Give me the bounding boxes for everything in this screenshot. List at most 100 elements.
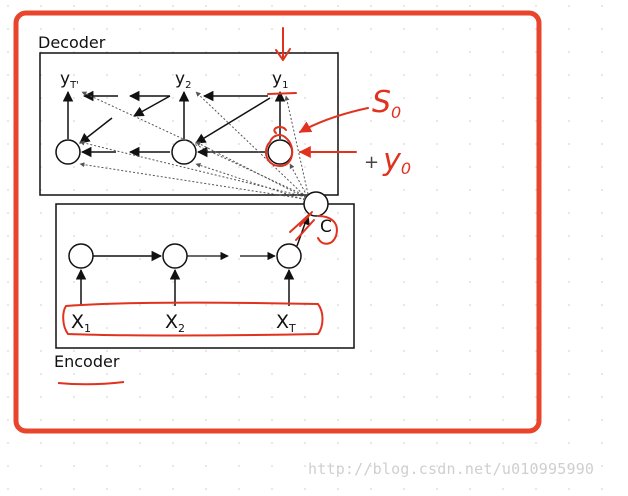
grid-dot (535, 396, 537, 398)
grid-dot (568, 235, 570, 237)
grid-dot (535, 120, 537, 122)
decoder-state-T (55, 139, 81, 165)
grid-dot (502, 166, 504, 168)
grid-dot (304, 5, 306, 7)
grid-dot (403, 143, 405, 145)
grid-dot (337, 488, 339, 490)
grid-dot (139, 212, 141, 214)
grid-dot (469, 235, 471, 237)
grid-dot (403, 97, 405, 99)
grid-dot (601, 373, 603, 375)
grid-dot (502, 28, 504, 30)
grid-dot (73, 327, 75, 329)
grid-dot (535, 419, 537, 421)
grid-dot (172, 120, 174, 122)
grid-dot (469, 28, 471, 30)
grid-dot (106, 5, 108, 7)
grid-dot (568, 465, 570, 467)
grid-dot (337, 212, 339, 214)
grid-dot (568, 120, 570, 122)
grid-dot (601, 465, 603, 467)
grid-dot (238, 281, 240, 283)
grid-dot (436, 51, 438, 53)
decoder-state-1 (267, 139, 293, 165)
grid-dot (172, 97, 174, 99)
grid-dot (172, 143, 174, 145)
grid-dot (436, 350, 438, 352)
grid-dot (7, 465, 9, 467)
grid-dot (436, 235, 438, 237)
decoder-box (39, 52, 339, 196)
grid-dot (205, 212, 207, 214)
grid-dot (601, 189, 603, 191)
grid-dot (238, 419, 240, 421)
grid-dot (304, 488, 306, 490)
grid-dot (106, 396, 108, 398)
grid-dot (40, 212, 42, 214)
grid-dot (73, 419, 75, 421)
grid-dot (238, 396, 240, 398)
grid-dot (601, 5, 603, 7)
grid-dot (238, 442, 240, 444)
grid-dot (436, 143, 438, 145)
grid-dot (106, 166, 108, 168)
grid-dot (271, 396, 273, 398)
grid-dot (238, 97, 240, 99)
grid-dot (370, 419, 372, 421)
grid-dot (238, 74, 240, 76)
grid-dot (205, 327, 207, 329)
grid-dot (73, 350, 75, 352)
grid-dot (601, 166, 603, 168)
grid-dot (469, 304, 471, 306)
grid-dot (106, 442, 108, 444)
inputs-highlight-box (62, 301, 324, 337)
grid-dot (502, 74, 504, 76)
grid-dot (469, 350, 471, 352)
grid-dot (238, 488, 240, 490)
grid-dot (73, 212, 75, 214)
grid-dot (205, 74, 207, 76)
grid-dot (337, 28, 339, 30)
grid-dot (73, 396, 75, 398)
grid-dot (469, 5, 471, 7)
grid-dot (469, 465, 471, 467)
grid-dot (502, 488, 504, 490)
grid-dot (73, 5, 75, 7)
grid-dot (139, 5, 141, 7)
grid-dot (568, 488, 570, 490)
grid-dot (139, 258, 141, 260)
grid-dot (502, 350, 504, 352)
grid-dot (601, 419, 603, 421)
encoder-state-T (276, 243, 302, 269)
context-vector (303, 191, 329, 217)
grid-dot (205, 120, 207, 122)
grid-dot (73, 442, 75, 444)
grid-dot (106, 143, 108, 145)
grid-dot (304, 235, 306, 237)
grid-dot (568, 74, 570, 76)
grid-dot (172, 235, 174, 237)
grid-dot (502, 396, 504, 398)
grid-dot (469, 143, 471, 145)
grid-dot (370, 396, 372, 398)
grid-dot (469, 189, 471, 191)
grid-dot (205, 350, 207, 352)
grid-dot (238, 143, 240, 145)
grid-dot (601, 235, 603, 237)
grid-dot (535, 373, 537, 375)
grid-dot (106, 235, 108, 237)
grid-dot (469, 120, 471, 122)
grid-dot (7, 189, 9, 191)
grid-dot (370, 488, 372, 490)
grid-dot (502, 327, 504, 329)
handwritten-annotations (62, 27, 369, 337)
grid-dot (502, 258, 504, 260)
grid-dot (172, 212, 174, 214)
grid-dot (172, 465, 174, 467)
grid-dot (7, 304, 9, 306)
grid-dot (568, 396, 570, 398)
grid-dot (7, 212, 9, 214)
grid-dot (172, 373, 174, 375)
grid-dot (139, 189, 141, 191)
